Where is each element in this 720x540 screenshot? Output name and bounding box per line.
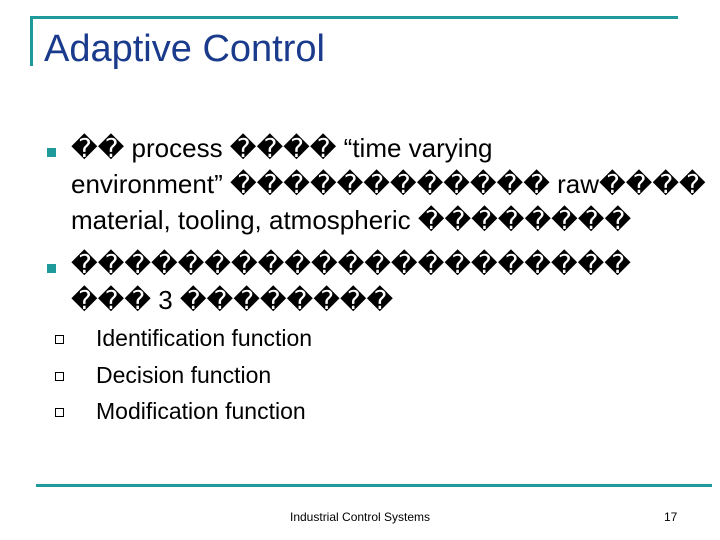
sub-bullet-1: Identification function bbox=[96, 325, 313, 351]
bullet-2: ��������������������� ��� 3 �������� bbox=[71, 246, 720, 318]
footer-text: Industrial Control Systems bbox=[290, 510, 431, 524]
bullet-icon bbox=[47, 264, 56, 273]
bullet-1-line-1: �� process ���� “time varying bbox=[71, 133, 493, 163]
sub-bullet-3: Modification function bbox=[96, 398, 306, 424]
bullet-1: �� process ���� “time varying environmen… bbox=[71, 130, 720, 238]
title-rule bbox=[30, 16, 678, 19]
bullet-1-line-3: material, tooling, atmospheric �������� bbox=[71, 205, 632, 235]
bullet-2-line-2: ��� 3 �������� bbox=[71, 285, 394, 315]
hollow-square-bullet-icon bbox=[55, 335, 64, 344]
bullet-1-line-2: environment” ������������ raw���� bbox=[71, 169, 706, 199]
hollow-square-bullet-icon bbox=[55, 372, 64, 381]
sub-bullet-2: Decision function bbox=[96, 362, 272, 388]
bullet-icon bbox=[47, 148, 56, 157]
title-rule-vertical bbox=[30, 16, 33, 66]
hollow-square-bullet-icon bbox=[55, 408, 64, 417]
bullet-2-line-1: ��������������������� bbox=[71, 249, 631, 279]
footer-rule bbox=[36, 484, 712, 487]
page-number: 17 bbox=[664, 510, 678, 524]
slide-title: Adaptive Control bbox=[44, 28, 325, 70]
